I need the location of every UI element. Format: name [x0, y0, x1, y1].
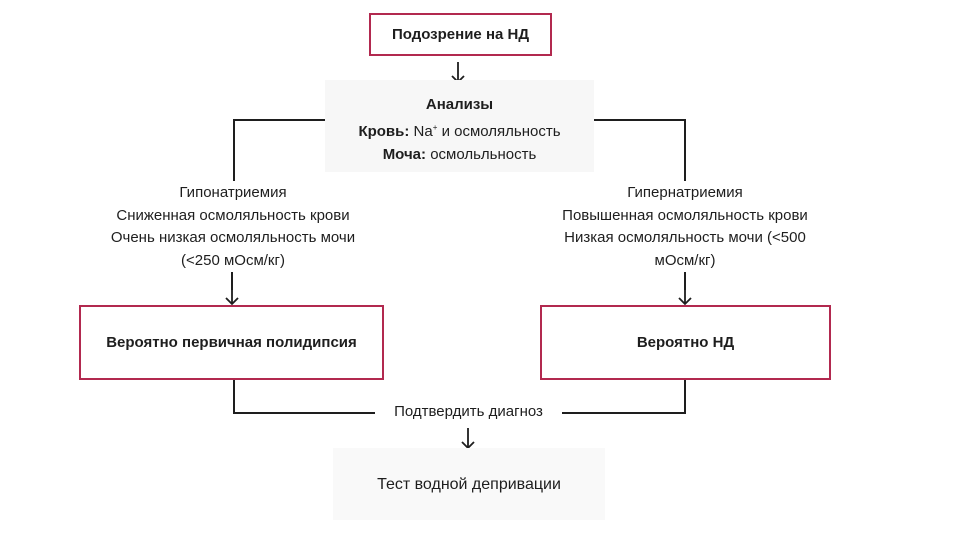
analyses-blood-line: Кровь: Na+ и осмоляльность [325, 116, 594, 143]
connector-right-top-vertical [684, 119, 686, 181]
arrow-down-icon [678, 284, 692, 306]
suspicion-label: Подозрение на НД [391, 26, 530, 43]
urine-value: осмольльность [426, 146, 537, 163]
right-criteria-line: Повышенная осмоляльность крови [562, 206, 808, 224]
connector-right-top-horizontal [594, 119, 686, 121]
left-criteria-line: Очень низкая осмоляльность мочи [110, 229, 356, 246]
connector-right-bottom-vertical [684, 380, 686, 414]
test-panel: Тест водной депривации [333, 448, 605, 520]
test-label: Тест водной депривации [377, 475, 561, 493]
blood-value-prefix: Na [413, 123, 433, 140]
analyses-urine-line: Моча: осмольльность [325, 143, 594, 166]
confirm-label: Подтвердить диагноз [394, 403, 543, 420]
right-criteria-line: мОсм/кг) [654, 251, 716, 269]
blood-value-sup: + [432, 123, 438, 132]
connector-left-bottom-vertical [233, 380, 235, 414]
connector-right-bottom-horizontal [562, 412, 686, 414]
left-criteria-line: (<250 мОсм/кг) [181, 251, 285, 269]
analyses-title: Анализы [425, 96, 494, 113]
left-result-box: Вероятно первичная полидипсия [79, 305, 384, 380]
urine-label: Моча: [382, 146, 427, 163]
connector-left-top-vertical [233, 119, 235, 181]
connector-right-mid-vertical [684, 272, 686, 290]
blood-label: Кровь: [358, 123, 410, 140]
blood-value-suffix: и осмоляльность [437, 123, 561, 140]
right-result-box: Вероятно НД [540, 305, 831, 380]
right-criteria-line: Гипернатриемия [627, 184, 743, 201]
analyses-panel: Анализы Кровь: Na+ и осмоляльность Моча:… [325, 80, 594, 172]
left-criteria-line: Сниженная осмоляльность крови [116, 206, 350, 224]
arrow-down-icon [461, 428, 475, 450]
right-criteria-line: Низкая осмоляльность мочи (<500 [564, 229, 806, 246]
right-criteria: Гипернатриемия Повышенная осмоляльность … [510, 182, 860, 272]
connector-left-bottom-horizontal [233, 412, 375, 414]
connector-left-top-horizontal [233, 119, 325, 121]
left-result-label: Вероятно первичная полидипсия [106, 334, 357, 351]
right-result-label: Вероятно НД [636, 334, 735, 351]
left-criteria-line: Гипонатриемия [179, 184, 287, 201]
arrow-down-icon [225, 284, 239, 306]
left-criteria: Гипонатриемия Сниженная осмоляльность кр… [58, 182, 408, 272]
connector-left-mid-vertical [231, 272, 233, 290]
suspicion-box: Подозрение на НД [369, 13, 552, 56]
